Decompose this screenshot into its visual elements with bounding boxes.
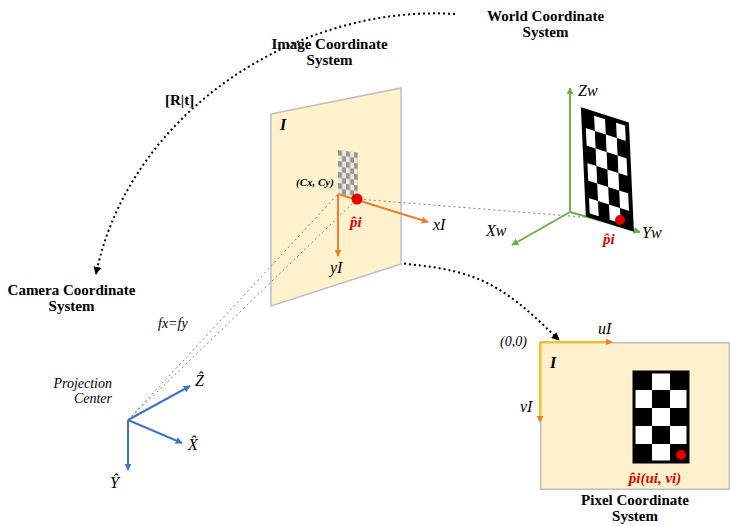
plane-heading: Image Coordinate System [262, 36, 397, 68]
axis-label: Ẑ [195, 372, 204, 390]
axis-label: Zw [578, 82, 598, 100]
point-marker [676, 450, 686, 460]
transform-arrow [96, 13, 455, 274]
point-label: p̂i [603, 231, 615, 248]
transform-label: [R|t] [165, 92, 194, 108]
image-axes [338, 194, 428, 256]
focal-ray [128, 194, 338, 420]
connector-layer [404, 264, 559, 340]
axis-label: X̂ [188, 436, 198, 454]
camera-axes [128, 386, 190, 470]
point-label: p̂i [350, 214, 362, 231]
pixel-plane: Ip̂i(ui, vi)Pixel Coordinate System [540, 342, 730, 490]
projection-ray [128, 199, 620, 420]
world-axes [512, 88, 640, 245]
point-marker [615, 215, 625, 225]
plane-heading: Pixel Coordinate System [560, 492, 710, 524]
checkerboard [634, 372, 688, 462]
pixel-axes [540, 342, 612, 422]
focal-label: fx=fy [158, 316, 188, 331]
point-label: p̂i(ui, vi) [600, 470, 710, 487]
system-heading: World Coordinate System [478, 8, 613, 40]
plane-symbol: I [280, 116, 286, 134]
axis-label: Xw [486, 222, 506, 240]
axis-label: xI [433, 216, 445, 234]
principal-point-label: (Cx, Cy) [296, 176, 334, 188]
point-marker [352, 194, 363, 205]
checkerboard [583, 110, 632, 229]
pixel-plane-outline [540, 342, 730, 490]
center-label: Projection Center [26, 376, 112, 407]
system-heading: Camera Coordinate System [4, 282, 139, 314]
projected-checkerboard [338, 150, 358, 197]
dotted-connector [404, 264, 559, 340]
axis-label: yI [330, 259, 342, 277]
origin-label: (0,0) [500, 334, 527, 349]
plane-symbol: I [550, 354, 556, 372]
axis-label: uI [598, 320, 611, 338]
axis-label: Yw [642, 224, 662, 242]
axis-label: Ŷ [110, 474, 119, 492]
axis-label: vI [520, 398, 532, 416]
